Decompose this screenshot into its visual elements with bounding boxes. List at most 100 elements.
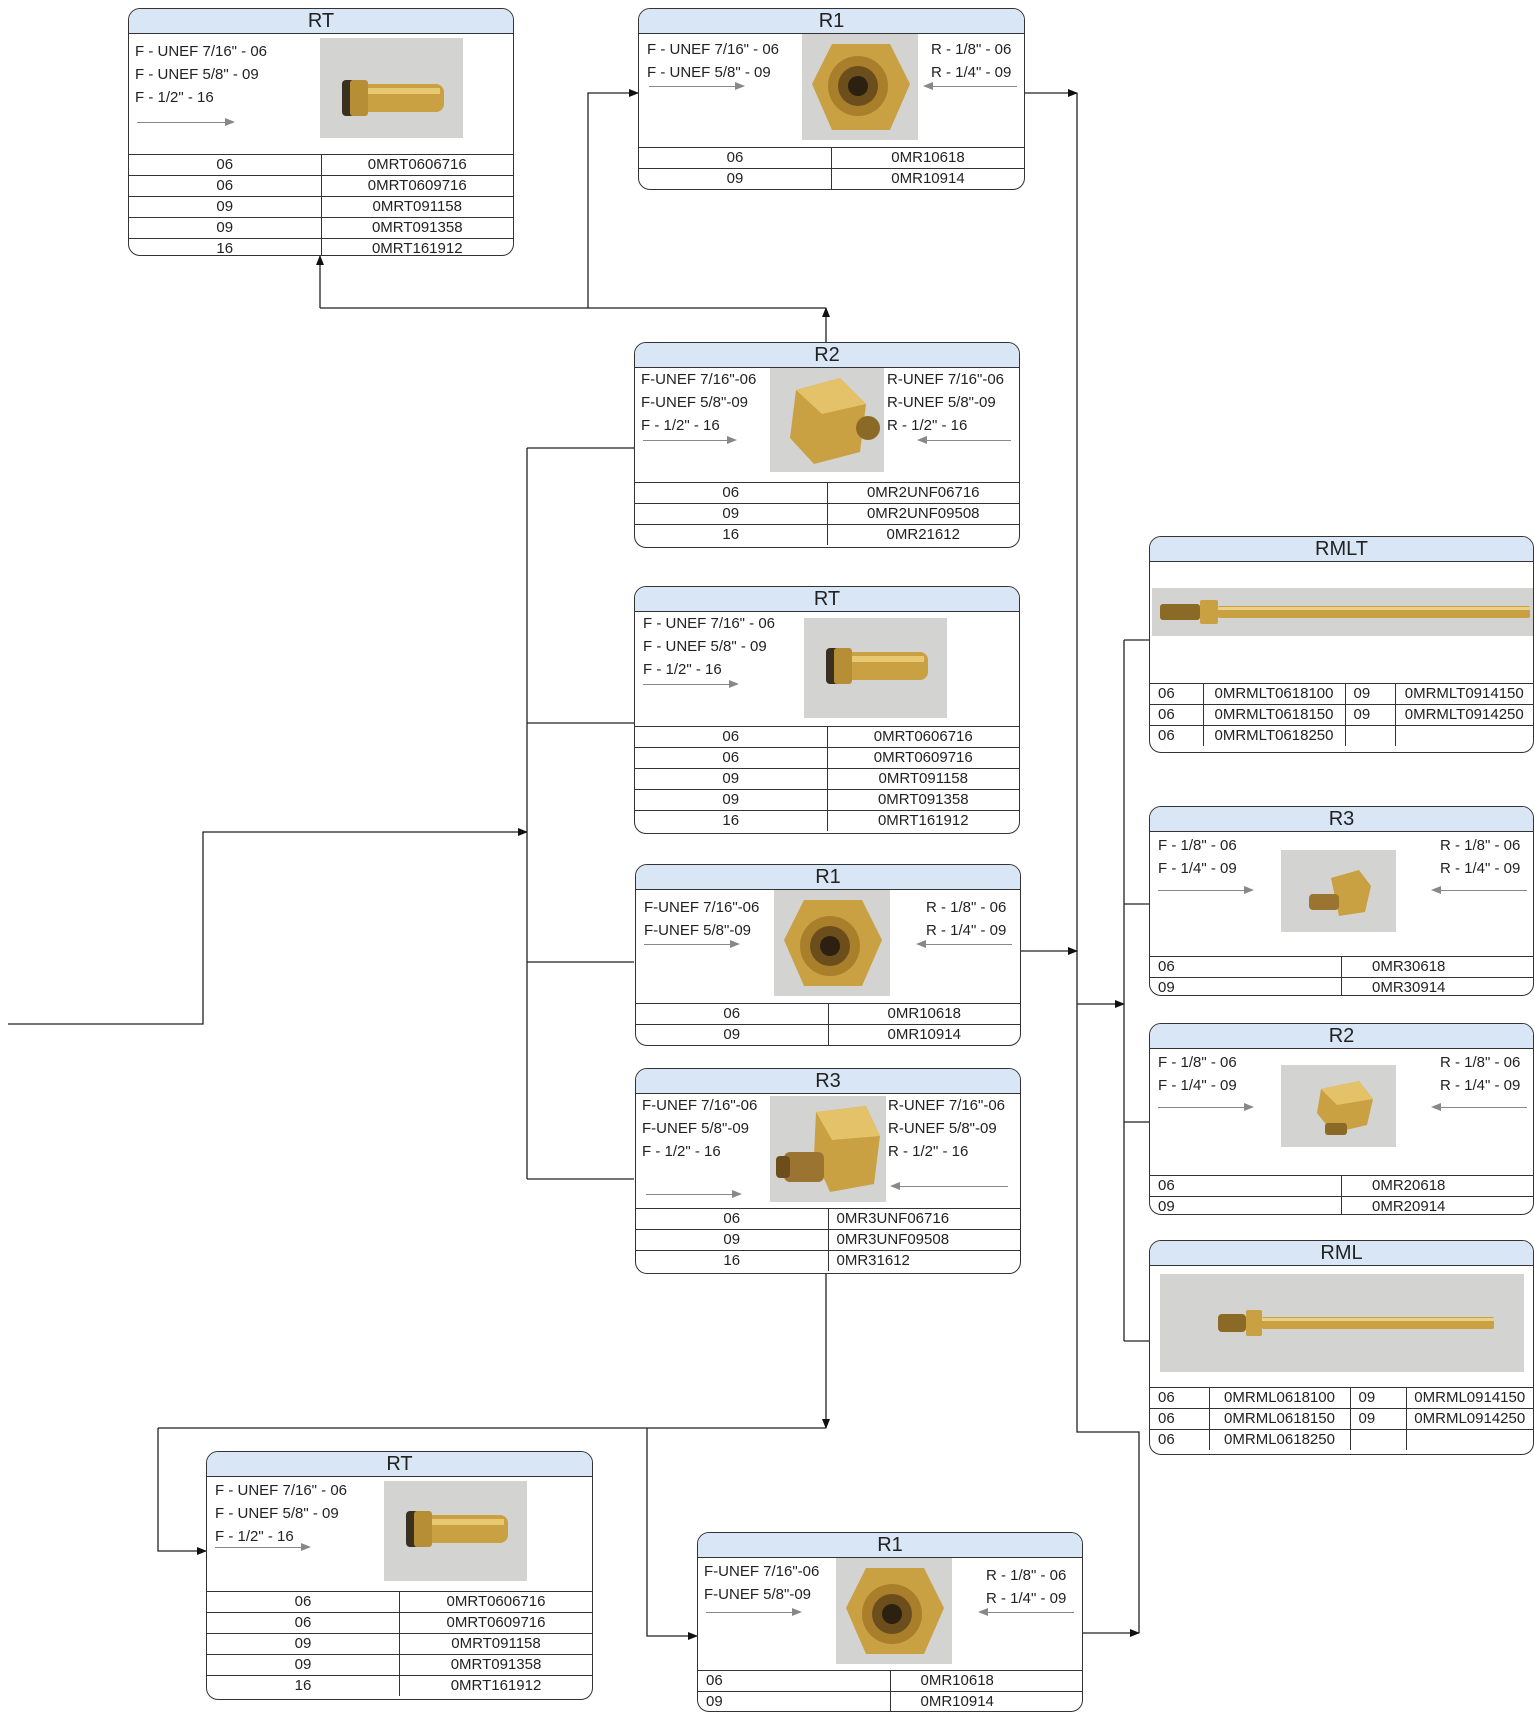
table-cell: 0MRT091158 — [826, 768, 1019, 790]
spec-line: F - 1/8" - 06 — [1158, 1054, 1237, 1071]
long-tube-fitting-photo — [1152, 588, 1533, 636]
table-cell: 09 — [129, 217, 321, 239]
flow-arrow-right — [1158, 886, 1254, 894]
table-cell: 09 — [1349, 1408, 1406, 1430]
flow-arrow-right — [643, 436, 737, 444]
table-cell: 09 — [635, 789, 827, 811]
table-cell: 0MR2UNF06716 — [826, 482, 1019, 504]
spec-line: F-UNEF 5/8"-09 — [641, 394, 749, 411]
wire-right-trunk — [1076, 93, 1140, 1633]
card-r2-right: R2 F - 1/8" - 06 F - 1/4" - 09 R - 1/8" … — [1149, 1023, 1534, 1215]
table-cell: 09 — [639, 168, 832, 189]
table-cell: 0MRML0914250 — [1405, 1408, 1533, 1430]
spec-line: R - 1/4" - 09 — [926, 922, 1007, 939]
table-cell — [1349, 1429, 1406, 1450]
spec-line: F - 1/2" - 16 — [642, 1143, 721, 1160]
table-cell: 09 — [207, 1654, 400, 1676]
flow-arrow-right — [706, 1608, 802, 1616]
flow-arrow-left — [923, 82, 1017, 90]
card-title: R2 — [1150, 1024, 1533, 1049]
table-cell: 06 — [636, 1208, 828, 1230]
card-title: RML — [1150, 1241, 1533, 1266]
card-r3-right: R3 F - 1/8" - 06 F - 1/4" - 09 R - 1/8" … — [1149, 806, 1534, 996]
table-cell: 0MRT161912 — [826, 810, 1019, 831]
table-cell — [1405, 1429, 1533, 1450]
spec-line: R - 1/2" - 16 — [887, 417, 968, 434]
table-cell: 0MRMLT0914250 — [1394, 704, 1533, 726]
table-cell: 0MRML0914150 — [1405, 1387, 1533, 1409]
table-cell: 0MRT0606716 — [399, 1591, 592, 1613]
table-cell: 06 — [1150, 1387, 1209, 1409]
table-cell: 09 — [1344, 704, 1395, 726]
table-cell: 0MRMLT0618100 — [1202, 683, 1345, 705]
table-cell: 0MRT0606716 — [320, 154, 513, 176]
elbow-fitting-photo — [1281, 850, 1396, 932]
table-cell: 06 — [635, 747, 827, 769]
spec-line: F - UNEF 5/8" - 09 — [643, 638, 767, 655]
table-cell: 0MRT0606716 — [826, 726, 1019, 748]
spec-line: F-UNEF 7/16"-06 — [644, 899, 760, 916]
table-cell: 0MRT091158 — [320, 196, 513, 218]
table-cell: 06 — [207, 1612, 400, 1634]
table-cell: 06 — [639, 147, 832, 169]
hose-tail-fitting-photo — [384, 1481, 527, 1581]
spec-line: F - 1/2" - 16 — [643, 661, 722, 678]
table-cell: 16 — [636, 1250, 828, 1271]
table-cell: 0MR10618 — [889, 1670, 1082, 1692]
table-cell: 0MRT0609716 — [320, 175, 513, 197]
table-cell: 09 — [635, 768, 827, 790]
table-cell: 0MR2UNF09508 — [826, 503, 1019, 525]
card-r2-mid: R2 F-UNEF 7/16"-06 F-UNEF 5/8"-09 F - 1/… — [634, 342, 1020, 548]
nut-adapter-photo — [802, 34, 918, 140]
table-cell: 0MRMLT0618250 — [1202, 725, 1345, 746]
long-tube-fitting-photo — [1160, 1274, 1524, 1372]
flow-arrow-left — [978, 1608, 1074, 1616]
spec-line: F - 1/2" - 16 — [641, 417, 720, 434]
elbow-fitting-photo — [770, 1096, 886, 1202]
table-cell — [1344, 725, 1395, 746]
spec-line: F - UNEF 7/16" - 06 — [643, 615, 776, 632]
spec-line: R - 1/4" - 09 — [1440, 1077, 1521, 1094]
flow-arrow-left — [890, 1182, 1008, 1190]
spec-line: F - 1/2" - 16 — [215, 1528, 294, 1545]
table-cell: 09 — [636, 1229, 828, 1251]
card-r3-mid: R3 F-UNEF 7/16"-06 F-UNEF 5/8"-09 F - 1/… — [635, 1068, 1021, 1274]
flow-arrow-right — [215, 1543, 311, 1551]
flow-arrow-right — [137, 118, 235, 126]
table-cell: 06 — [129, 154, 321, 176]
table-cell: 09 — [129, 196, 321, 218]
table-cell: 09 — [1150, 1196, 1342, 1214]
card-rt-bottom: RT F - UNEF 7/16" - 06 F - UNEF 5/8" - 0… — [206, 1451, 593, 1700]
spec-line: R - 1/8" - 06 — [1440, 837, 1521, 854]
table-cell: 06 — [1150, 956, 1342, 978]
card-title: R2 — [635, 343, 1019, 368]
table-cell: 0MRT091358 — [826, 789, 1019, 811]
table-cell: 06 — [1150, 725, 1203, 746]
spec-line: R - 1/4" - 09 — [1440, 860, 1521, 877]
nut-adapter-photo — [774, 890, 890, 996]
flow-arrow-left — [1431, 886, 1527, 894]
